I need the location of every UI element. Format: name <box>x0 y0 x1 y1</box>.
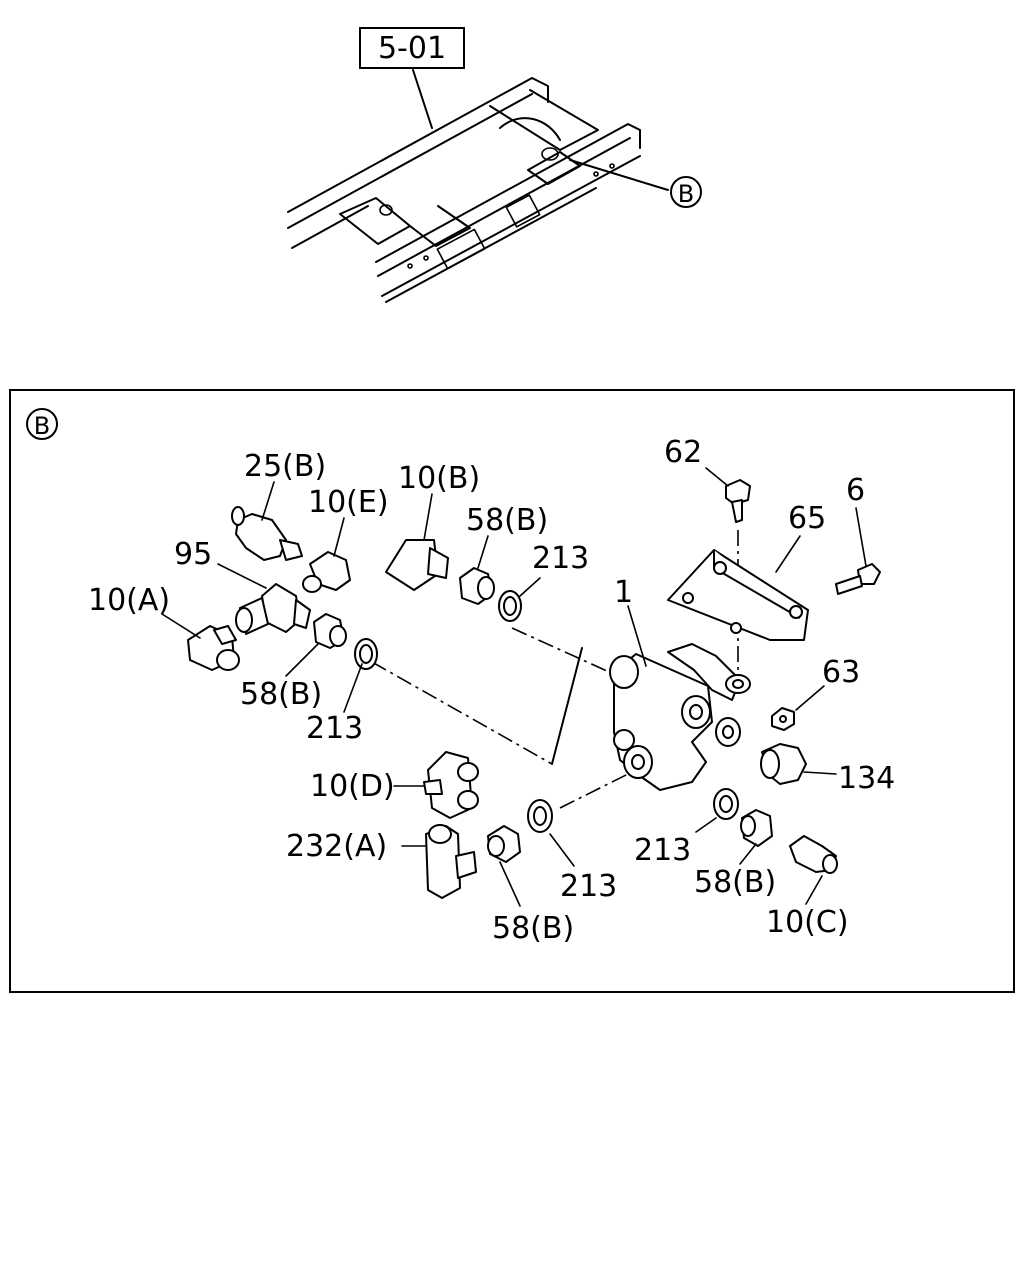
part-58b-left-nut[interactable] <box>313 613 347 649</box>
leader-lines <box>161 467 867 907</box>
part-95-tee[interactable] <box>235 583 311 635</box>
part-213-bottom-washer[interactable] <box>527 799 553 833</box>
label-65: 65 <box>788 501 826 536</box>
svg-text:B: B <box>34 412 50 440</box>
part-58b-right-nut[interactable] <box>740 809 773 847</box>
label-58b-top: 58(B) <box>466 503 548 538</box>
part-65-bracket[interactable] <box>667 549 809 641</box>
reference-box-label: 5-01 <box>378 31 446 66</box>
label-10e: 10(E) <box>308 485 389 520</box>
label-58b-left: 58(B) <box>240 677 322 712</box>
part-10a-connector[interactable] <box>187 625 240 671</box>
label-63: 63 <box>822 655 860 690</box>
label-95: 95 <box>174 537 212 572</box>
part-1-valve-body[interactable] <box>609 643 751 791</box>
part-10d-elbow[interactable] <box>423 751 479 819</box>
label-25b: 25(B) <box>244 449 326 484</box>
callout-b-letter: B <box>678 180 694 208</box>
part-25b-sensor[interactable] <box>231 506 303 561</box>
part-62-bolt[interactable] <box>725 479 751 523</box>
label-10a: 10(A) <box>88 583 170 618</box>
part-10c-connector[interactable] <box>789 835 838 874</box>
label-213-top: 213 <box>532 541 589 576</box>
part-58b-bottom-nut[interactable] <box>487 825 521 863</box>
detail-marker-b: B <box>26 408 58 440</box>
label-134: 134 <box>838 761 895 796</box>
label-6: 6 <box>846 473 865 508</box>
part-232a-tee[interactable] <box>425 824 477 899</box>
label-10b: 10(B) <box>398 461 480 496</box>
part-10b-elbow[interactable] <box>385 539 449 591</box>
label-58b-right: 58(B) <box>694 865 776 900</box>
part-58b-top-nut[interactable] <box>459 567 495 605</box>
label-62: 62 <box>664 435 702 470</box>
part-63-nut[interactable] <box>771 707 795 731</box>
part-134-plug[interactable] <box>760 743 807 785</box>
callout-b-overview[interactable]: B <box>670 176 702 208</box>
label-1: 1 <box>614 575 633 610</box>
part-labels: 25(B) 10(E) 95 10(A) 58(B) 213 10(B) 58(… <box>88 435 895 946</box>
part-213-top-washer[interactable] <box>498 590 522 622</box>
label-232a: 232(A) <box>286 829 387 864</box>
part-213-left-washer[interactable] <box>354 638 378 670</box>
part-6-bolt[interactable] <box>835 563 881 595</box>
reference-box-5-01[interactable]: 5-01 <box>359 27 465 69</box>
chassis-frame-overview <box>287 69 669 303</box>
detail-frame <box>9 389 1015 993</box>
part-10e-connector[interactable] <box>302 551 351 593</box>
label-58b-bottom: 58(B) <box>492 911 574 946</box>
label-213-bottom: 213 <box>560 869 617 904</box>
label-10d: 10(D) <box>310 769 395 804</box>
label-213-right: 213 <box>634 833 691 868</box>
label-213-left: 213 <box>306 711 363 746</box>
label-10c: 10(C) <box>766 905 849 940</box>
part-213-right-washer[interactable] <box>713 788 739 820</box>
